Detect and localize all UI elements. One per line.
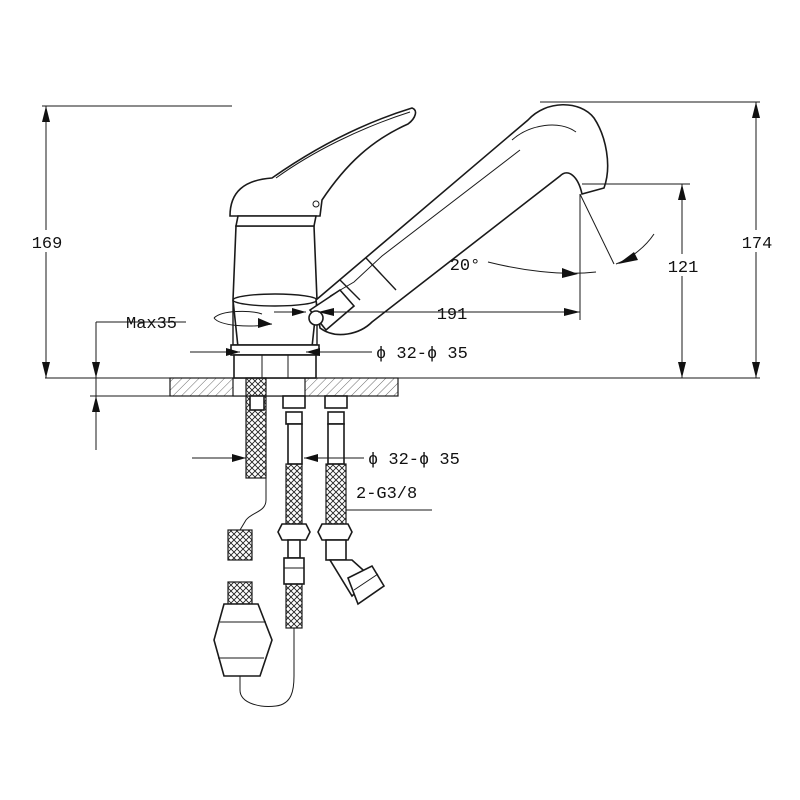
pull-out-spout [308, 103, 609, 336]
dimension-angle-20 [487, 193, 655, 278]
dimension-reach-191 [274, 194, 581, 320]
dimension-label-169: 169 [32, 235, 63, 254]
dimension-height-174 [540, 101, 780, 378]
dimension-height-169 [28, 105, 232, 378]
dimension-hole-bottom [192, 454, 364, 462]
countertop [45, 377, 760, 397]
dimension-label-hole-top: ϕ 32-ϕ 35 [376, 345, 468, 364]
hose-left [277, 395, 311, 629]
dimension-label-angle: 20° [450, 257, 481, 276]
dimension-label-174: 174 [742, 235, 773, 254]
lever-handle [229, 107, 417, 227]
pull-out-weight [213, 478, 295, 707]
dimension-label-max35: Max35 [126, 315, 177, 334]
dimension-label-191: 191 [437, 306, 468, 325]
dimension-height-121 [582, 183, 706, 378]
dimension-hole-top [190, 348, 372, 356]
dimension-label-121: 121 [668, 259, 699, 278]
dimension-max-thickness [92, 310, 273, 450]
mounting-rod [245, 377, 267, 479]
faucet-body [230, 225, 320, 379]
dimension-label-hose-thread: 2-G3/8 [356, 485, 417, 504]
dimension-label-hole-bottom: ϕ 32-ϕ 35 [368, 451, 460, 470]
hose-right [317, 395, 386, 606]
